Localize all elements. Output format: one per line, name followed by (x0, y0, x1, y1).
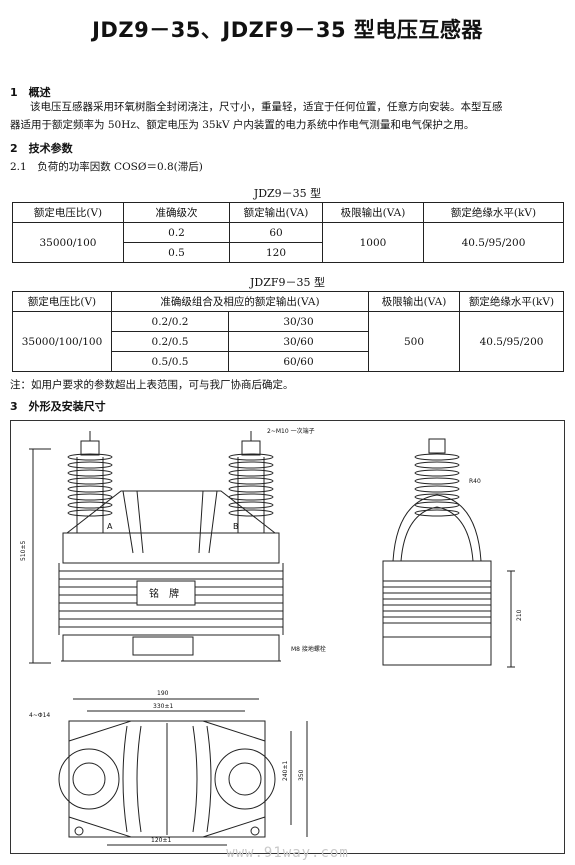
section-2-heading: 2 技术参数 (10, 142, 73, 155)
dim-510: 510±5 (20, 541, 27, 561)
dim-190: 190 (157, 690, 169, 697)
table1-cell: 0.5 (123, 242, 230, 263)
table2-header: 准确级组合及相应的额定输出(VA) (110, 291, 370, 312)
jdzf9-table: 额定电压比(V) 准确级组合及相应的额定输出(VA) 极限输出(VA) 额定绝缘… (12, 291, 564, 372)
table1-cell: 120 (229, 242, 323, 263)
table2-header: 额定电压比(V) (12, 291, 112, 312)
table2-cell: 30/30 (227, 311, 370, 332)
table1-insulation: 40.5/95/200 (423, 222, 564, 263)
table2-insulation: 40.5/95/200 (459, 311, 564, 372)
table2-cell: 60/60 (227, 351, 370, 372)
table2-ratio: 35000/100/100 (12, 311, 112, 372)
table2-caption: JDZF9－35 型 (250, 276, 325, 289)
table2-header: 极限输出(VA) (368, 291, 461, 312)
table1-header: 准确级次 (123, 202, 230, 223)
table2-cell: 30/60 (227, 331, 370, 352)
left-bushing (67, 431, 113, 533)
side-view (382, 438, 515, 668)
power-factor-line: 2.1 负荷的功率因数 COSØ＝0.8(滞后) (10, 161, 203, 173)
table1-header: 额定绝缘水平(kV) (423, 202, 564, 223)
table1-header: 额定电压比(V) (12, 202, 124, 223)
top-view (58, 698, 308, 846)
table1-caption: JDZ9－35 型 (253, 187, 322, 200)
table1-ratio: 35000/100 (12, 222, 124, 263)
table2-limit: 500 (368, 311, 461, 372)
transformer-drawing-svg: A B 铭 牌 2~M10 一次端子 M8 接地螺栓 510±5 190 330… (20, 427, 523, 846)
overview-line-1: 该电压互感器采用环氧树脂全封闭浇注，尺寸小，重量轻，适宜于任何位置，任意方向安装… (30, 101, 503, 113)
dim-240: 240±1 (282, 761, 289, 781)
outline-drawing: A B 铭 牌 2~M10 一次端子 M8 接地螺栓 510±5 190 330… (10, 420, 565, 854)
section-1-heading: 1 概述 (10, 86, 51, 99)
right-bushing (228, 431, 274, 533)
table1-limit: 1000 (322, 222, 424, 263)
table1-header: 额定输出(VA) (229, 202, 323, 223)
table1-cell: 60 (229, 222, 323, 243)
jdz9-table: 额定电压比(V) 准确级次 额定输出(VA) 极限输出(VA) 额定绝缘水平(k… (12, 202, 564, 263)
overview-line-2: 器适用于额定频率为 50Hz、额定电压为 35kV 户内装置的电力系统中作电气测… (10, 119, 475, 131)
table2-cell: 0.5/0.5 (111, 351, 229, 372)
dim-4phi14: 4~Φ14 (29, 712, 50, 719)
dim-330: 330±1 (153, 703, 173, 710)
watermark: www.91way.com (226, 845, 349, 861)
page-title: JDZ9－35、JDZF9－35 型电压互感器 (92, 18, 483, 42)
label-b: B (233, 522, 239, 531)
note: 注：如用户要求的参数超出上表范围，可与我厂协商后确定。 (10, 379, 294, 391)
table2-cell: 0.2/0.2 (111, 311, 229, 332)
table2-header: 额定绝缘水平(kV) (459, 291, 564, 312)
dim-210: 210 (516, 609, 523, 621)
dim-120: 120±1 (151, 837, 171, 844)
dim-r40: R40 (469, 478, 481, 485)
table1-cell: 0.2 (123, 222, 230, 243)
table2-cell: 0.2/0.5 (111, 331, 229, 352)
section-3-heading: 3 外形及安装尺寸 (10, 400, 106, 413)
bolt-label: M8 接地螺栓 (291, 645, 326, 653)
label-a: A (107, 522, 113, 531)
table1-header: 极限输出(VA) (322, 202, 424, 223)
terminal-label: 2~M10 一次端子 (267, 427, 315, 435)
nameplate-label: 铭 牌 (149, 587, 179, 600)
dim-350: 350 (298, 769, 305, 781)
